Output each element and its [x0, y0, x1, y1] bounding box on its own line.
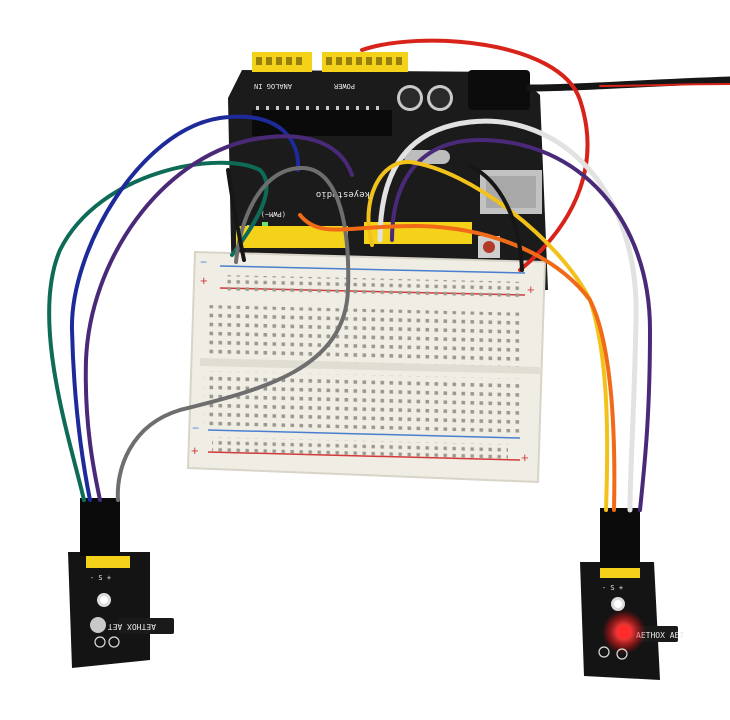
right-pin-labels: - S + — [602, 584, 623, 592]
capacitors — [397, 85, 453, 111]
breadboard: + − + + + − — [186, 250, 547, 484]
rail-plus-bottom-left: + — [191, 443, 199, 458]
jumper-wires — [47, 38, 730, 513]
left-led — [90, 617, 106, 633]
left-sensor-module: - S + AETHOX AET — [68, 498, 174, 668]
right-connector — [600, 508, 640, 568]
left-pin-header — [86, 556, 130, 568]
left-led-body — [118, 618, 174, 634]
dc-power-cable-red — [599, 83, 730, 87]
rail-plus-top-right: + — [527, 282, 535, 297]
rail-minus-bottom-left: − — [192, 421, 199, 435]
right-model-label: AETHOX AET — [636, 631, 684, 640]
wire-black-right — [468, 164, 524, 272]
wire-purple-left — [83, 134, 354, 502]
power-led — [262, 222, 268, 226]
analog-label: ANALOG IN — [254, 82, 292, 90]
power-header — [322, 52, 408, 72]
right-sensor-module: - S + AETHOX AET — [580, 508, 684, 680]
rail-plus-bottom-right: + — [521, 450, 529, 465]
wire-black — [226, 168, 246, 262]
dc-power-jack — [468, 70, 530, 110]
wire-yellow — [366, 159, 610, 512]
rail-minus-top-left: − — [200, 255, 207, 269]
wire-green — [47, 160, 269, 502]
left-connector — [80, 498, 120, 556]
left-model-label: AETHOX AET — [108, 622, 156, 631]
left-pin-labels: - S + — [90, 574, 111, 582]
wire-gray — [115, 165, 351, 502]
wire-purple-right — [390, 137, 653, 512]
right-led — [617, 625, 631, 639]
brand-label: keyestudio — [316, 189, 370, 199]
wire-blue — [69, 114, 301, 502]
wire-orange — [298, 213, 617, 512]
pwm-label: (PWM~) — [261, 210, 286, 218]
power-label: POWER — [333, 82, 355, 90]
wire-red — [360, 38, 590, 272]
rail-plus-top-left: + — [200, 273, 208, 288]
wire-white — [377, 118, 639, 513]
digital-header-left — [236, 226, 348, 248]
right-pin-header — [600, 566, 640, 578]
